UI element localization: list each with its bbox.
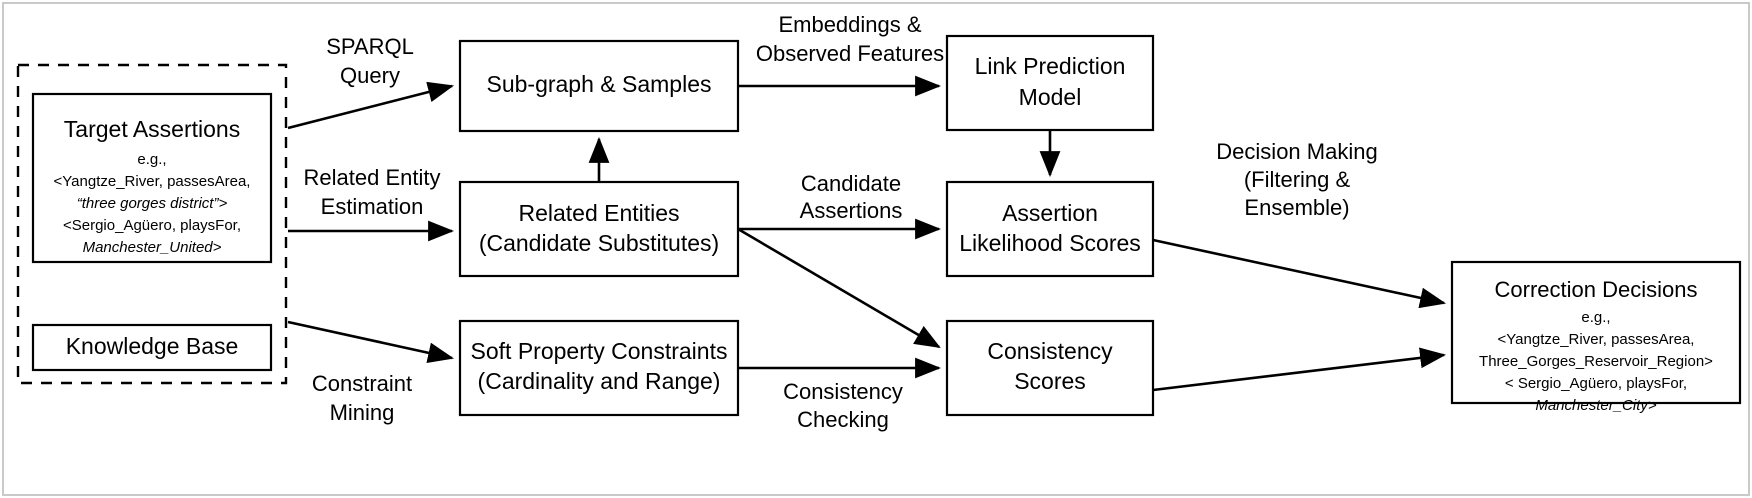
decision-making-line-3: Ensemble) (1244, 195, 1349, 220)
correction-decisions-box[interactable] (1450, 260, 1742, 405)
target-assertions-line-3: <Sergio_Agüero, playsFor, (63, 217, 241, 234)
node-link-prediction-model[interactable]: Link Prediction Model (945, 34, 1155, 132)
edge-label-sparql-query: SPARQL Query (326, 34, 414, 88)
correction-decisions-line-1: <Yangtze_River, passesArea, (1498, 331, 1695, 348)
related-entities-line-1: Related Entities (518, 200, 679, 226)
node-knowledge-base[interactable]: Knowledge Base (31, 323, 273, 372)
target-assertions-eg-label: e.g., (137, 151, 166, 168)
edge-label-related-entity-estimation: Related Entity Estimation (304, 165, 441, 219)
sparql-query-line-2: Query (340, 63, 400, 88)
embeddings-observed-features-line-1: Embeddings & (778, 12, 921, 37)
decision-making-line-1: Decision Making (1216, 139, 1377, 164)
node-target-assertions[interactable]: Target Assertions e.g., <Yangtze_River, … (31, 92, 273, 264)
correction-decisions-line-3: < Sergio_Agüero, playsFor, (1505, 375, 1687, 392)
correction-decisions-line-4: Manchester_City> (1535, 397, 1657, 414)
consistency-scores-line-1: Consistency (987, 338, 1113, 364)
related-entities-line-2: (Candidate Substitutes) (479, 230, 719, 256)
edge-label-embeddings-observed-features: Embeddings & Observed Features (756, 12, 944, 66)
edge-assertion-scores-to-correction-decisions (1152, 238, 1447, 309)
input-group-dashed-border (16, 63, 288, 385)
link-prediction-model-line-2: Model (1019, 84, 1082, 110)
related-entity-estimation-line-2: Estimation (321, 194, 424, 219)
consistency-checking-line-1: Consistency (783, 379, 903, 404)
node-correction-decisions[interactable]: Correction Decisions e.g., <Yangtze_Rive… (1450, 260, 1742, 414)
knowledge-base-title: Knowledge Base (66, 333, 239, 359)
edge-label-constraint-mining: Constraint Mining (312, 371, 412, 425)
correction-decisions-eg-label: e.g., (1581, 309, 1610, 326)
correction-decisions-line-2: Three_Gorges_Reservoir_Region> (1479, 353, 1713, 370)
edge-label-candidate-assertions: Candidate Assertions (800, 171, 903, 223)
edge-related-entities-to-consistency-scores (737, 227, 941, 349)
node-consistency-scores[interactable]: Consistency Scores (945, 319, 1155, 417)
target-assertions-line-4: Manchester_United> (83, 239, 222, 256)
edge-knowledge-base-to-soft-constraints (287, 320, 455, 364)
constraint-mining-line-1: Constraint (312, 371, 412, 396)
link-prediction-model-line-1: Link Prediction (975, 53, 1126, 79)
subgraph-samples-title: Sub-graph & Samples (486, 71, 711, 97)
target-assertions-title: Target Assertions (64, 116, 240, 142)
assertion-likelihood-scores-box[interactable] (945, 180, 1155, 278)
node-soft-property-constraints[interactable]: Soft Property Constraints (Cardinality a… (458, 319, 740, 417)
edge-label-consistency-checking: Consistency Checking (783, 379, 903, 432)
candidate-assertions-line-2: Assertions (800, 198, 903, 223)
edge-consistency-scores-to-correction-decisions (1152, 347, 1447, 392)
target-assertions-line-2: “three gorges district”> (77, 195, 228, 212)
related-entity-estimation-line-1: Related Entity (304, 165, 441, 190)
assertion-likelihood-scores-line-1: Assertion (1002, 200, 1098, 226)
consistency-scores-line-2: Scores (1014, 368, 1086, 394)
decision-making-line-2: (Filtering & (1244, 167, 1351, 192)
constraint-mining-line-2: Mining (330, 400, 395, 425)
target-assertions-line-1: <Yangtze_River, passesArea, (54, 173, 251, 190)
soft-property-constraints-box[interactable] (458, 319, 740, 417)
correction-decisions-title: Correction Decisions (1495, 277, 1698, 302)
consistency-checking-line-2: Checking (797, 407, 889, 432)
target-assertions-box[interactable] (31, 92, 273, 264)
embeddings-observed-features-line-2: Observed Features (756, 41, 944, 66)
related-entities-box[interactable] (458, 180, 740, 278)
knowledge-base-box[interactable] (31, 323, 273, 372)
node-subgraph-samples[interactable]: Sub-graph & Samples (458, 39, 740, 133)
consistency-scores-box[interactable] (945, 319, 1155, 417)
edge-target-assertions-to-subgraph (287, 81, 455, 130)
sparql-query-line-1: SPARQL (326, 34, 414, 59)
soft-property-constraints-line-1: Soft Property Constraints (471, 338, 728, 364)
node-related-entities[interactable]: Related Entities (Candidate Substitutes) (458, 180, 740, 278)
link-prediction-model-box[interactable] (945, 34, 1155, 132)
edge-label-decision-making: Decision Making (Filtering & Ensemble) (1216, 139, 1377, 220)
candidate-assertions-line-1: Candidate (801, 171, 901, 196)
assertion-likelihood-scores-line-2: Likelihood Scores (959, 230, 1141, 256)
subgraph-samples-box[interactable] (458, 39, 740, 133)
node-assertion-likelihood-scores[interactable]: Assertion Likelihood Scores (945, 180, 1155, 278)
soft-property-constraints-line-2: (Cardinality and Range) (478, 368, 721, 394)
